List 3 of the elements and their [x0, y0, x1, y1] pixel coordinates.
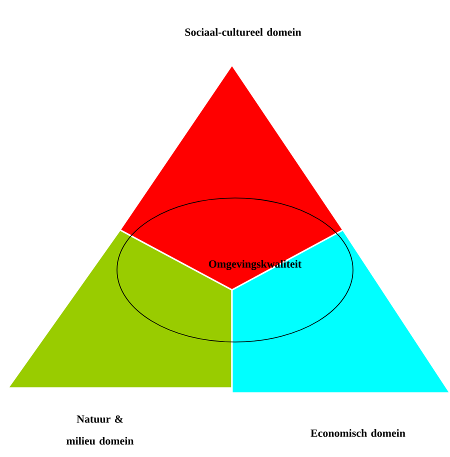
node-label: Economisch domein — [310, 429, 406, 437]
node-label: Sociaal-cultureel domein — [185, 28, 302, 36]
node-label: Natuur & milieu domein — [66, 415, 134, 445]
